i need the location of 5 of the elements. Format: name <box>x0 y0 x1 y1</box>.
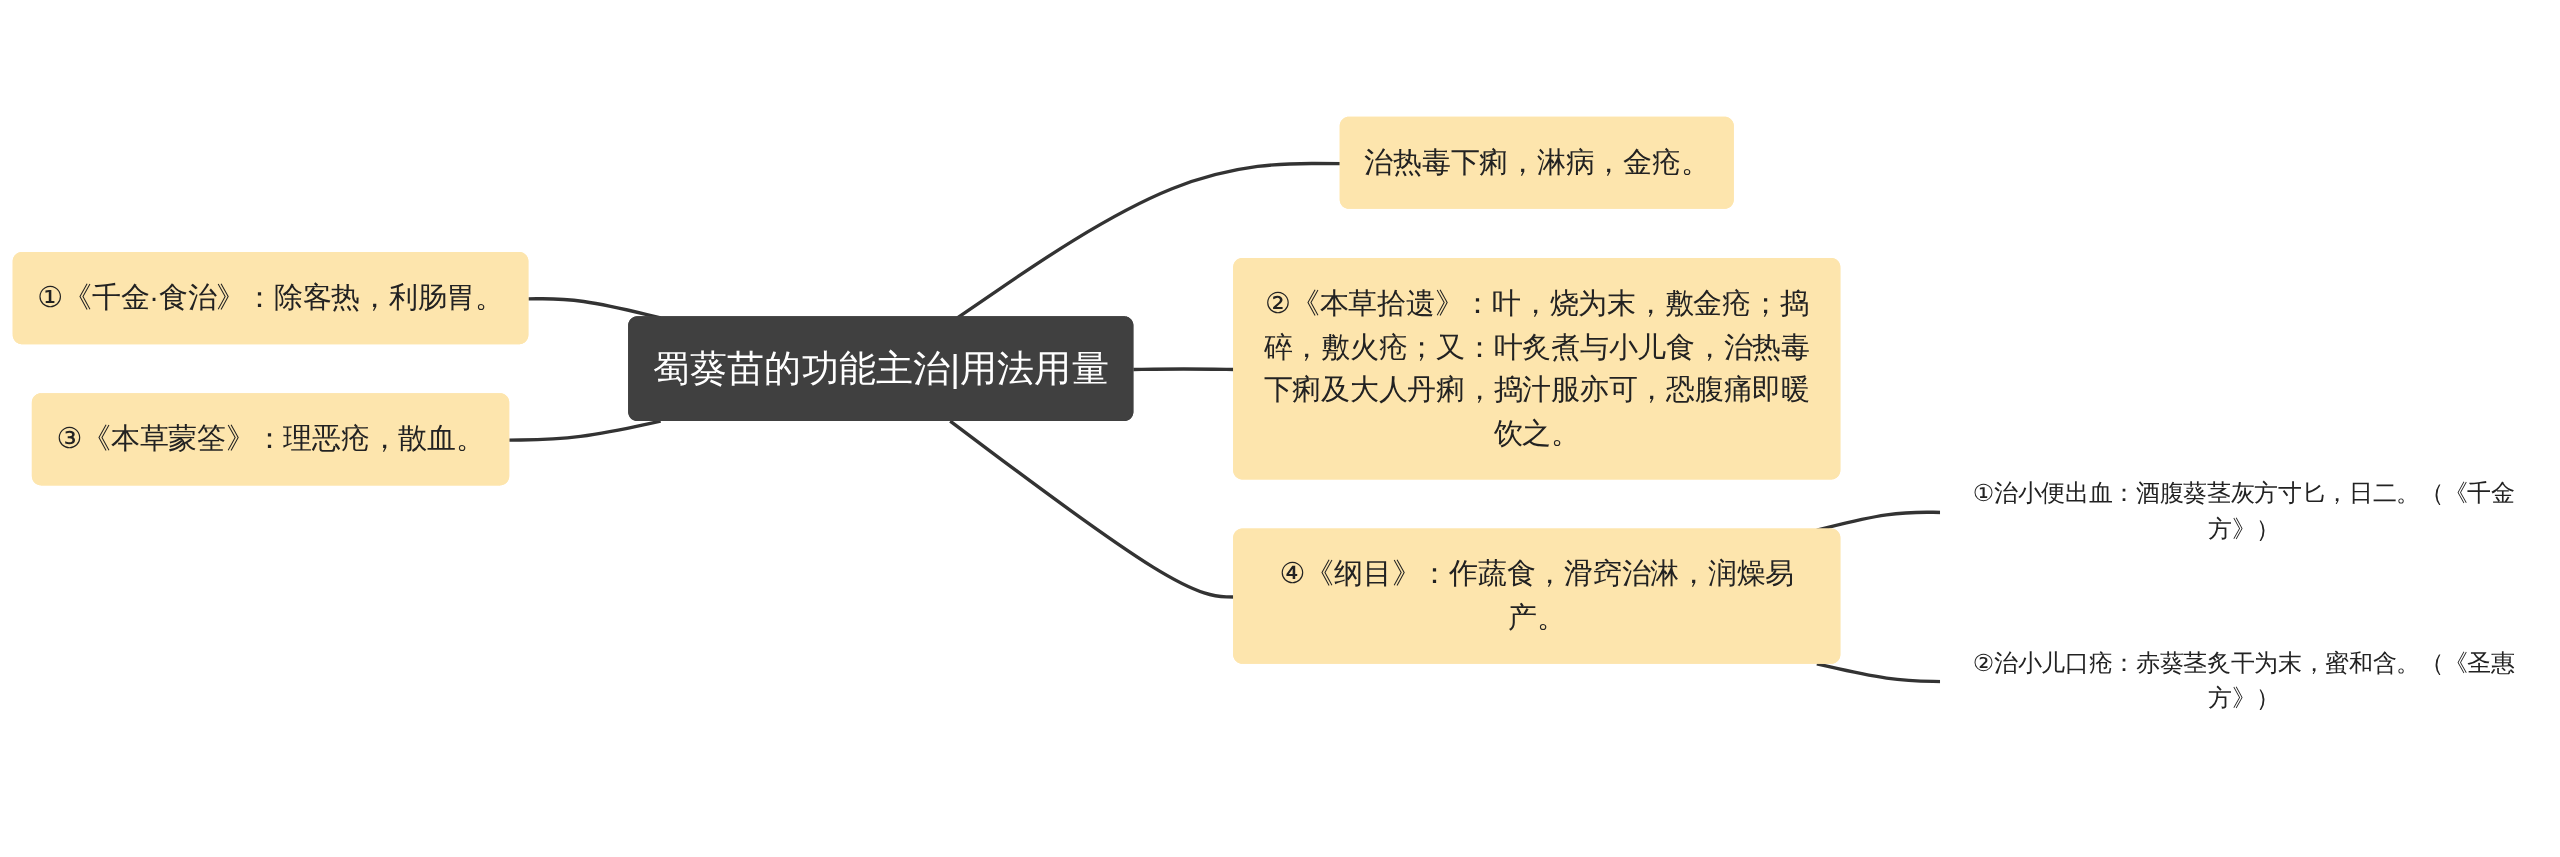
node-text: ①治小便出血：酒腹葵茎灰方寸匕，日二。（《千金方》） <box>1972 479 2515 542</box>
node-text: ②治小儿口疮：赤葵茎炙干为末，蜜和含。（《圣惠方》） <box>1972 648 2515 711</box>
connector <box>509 419 661 442</box>
connector <box>949 419 1235 599</box>
connector <box>1133 367 1235 371</box>
